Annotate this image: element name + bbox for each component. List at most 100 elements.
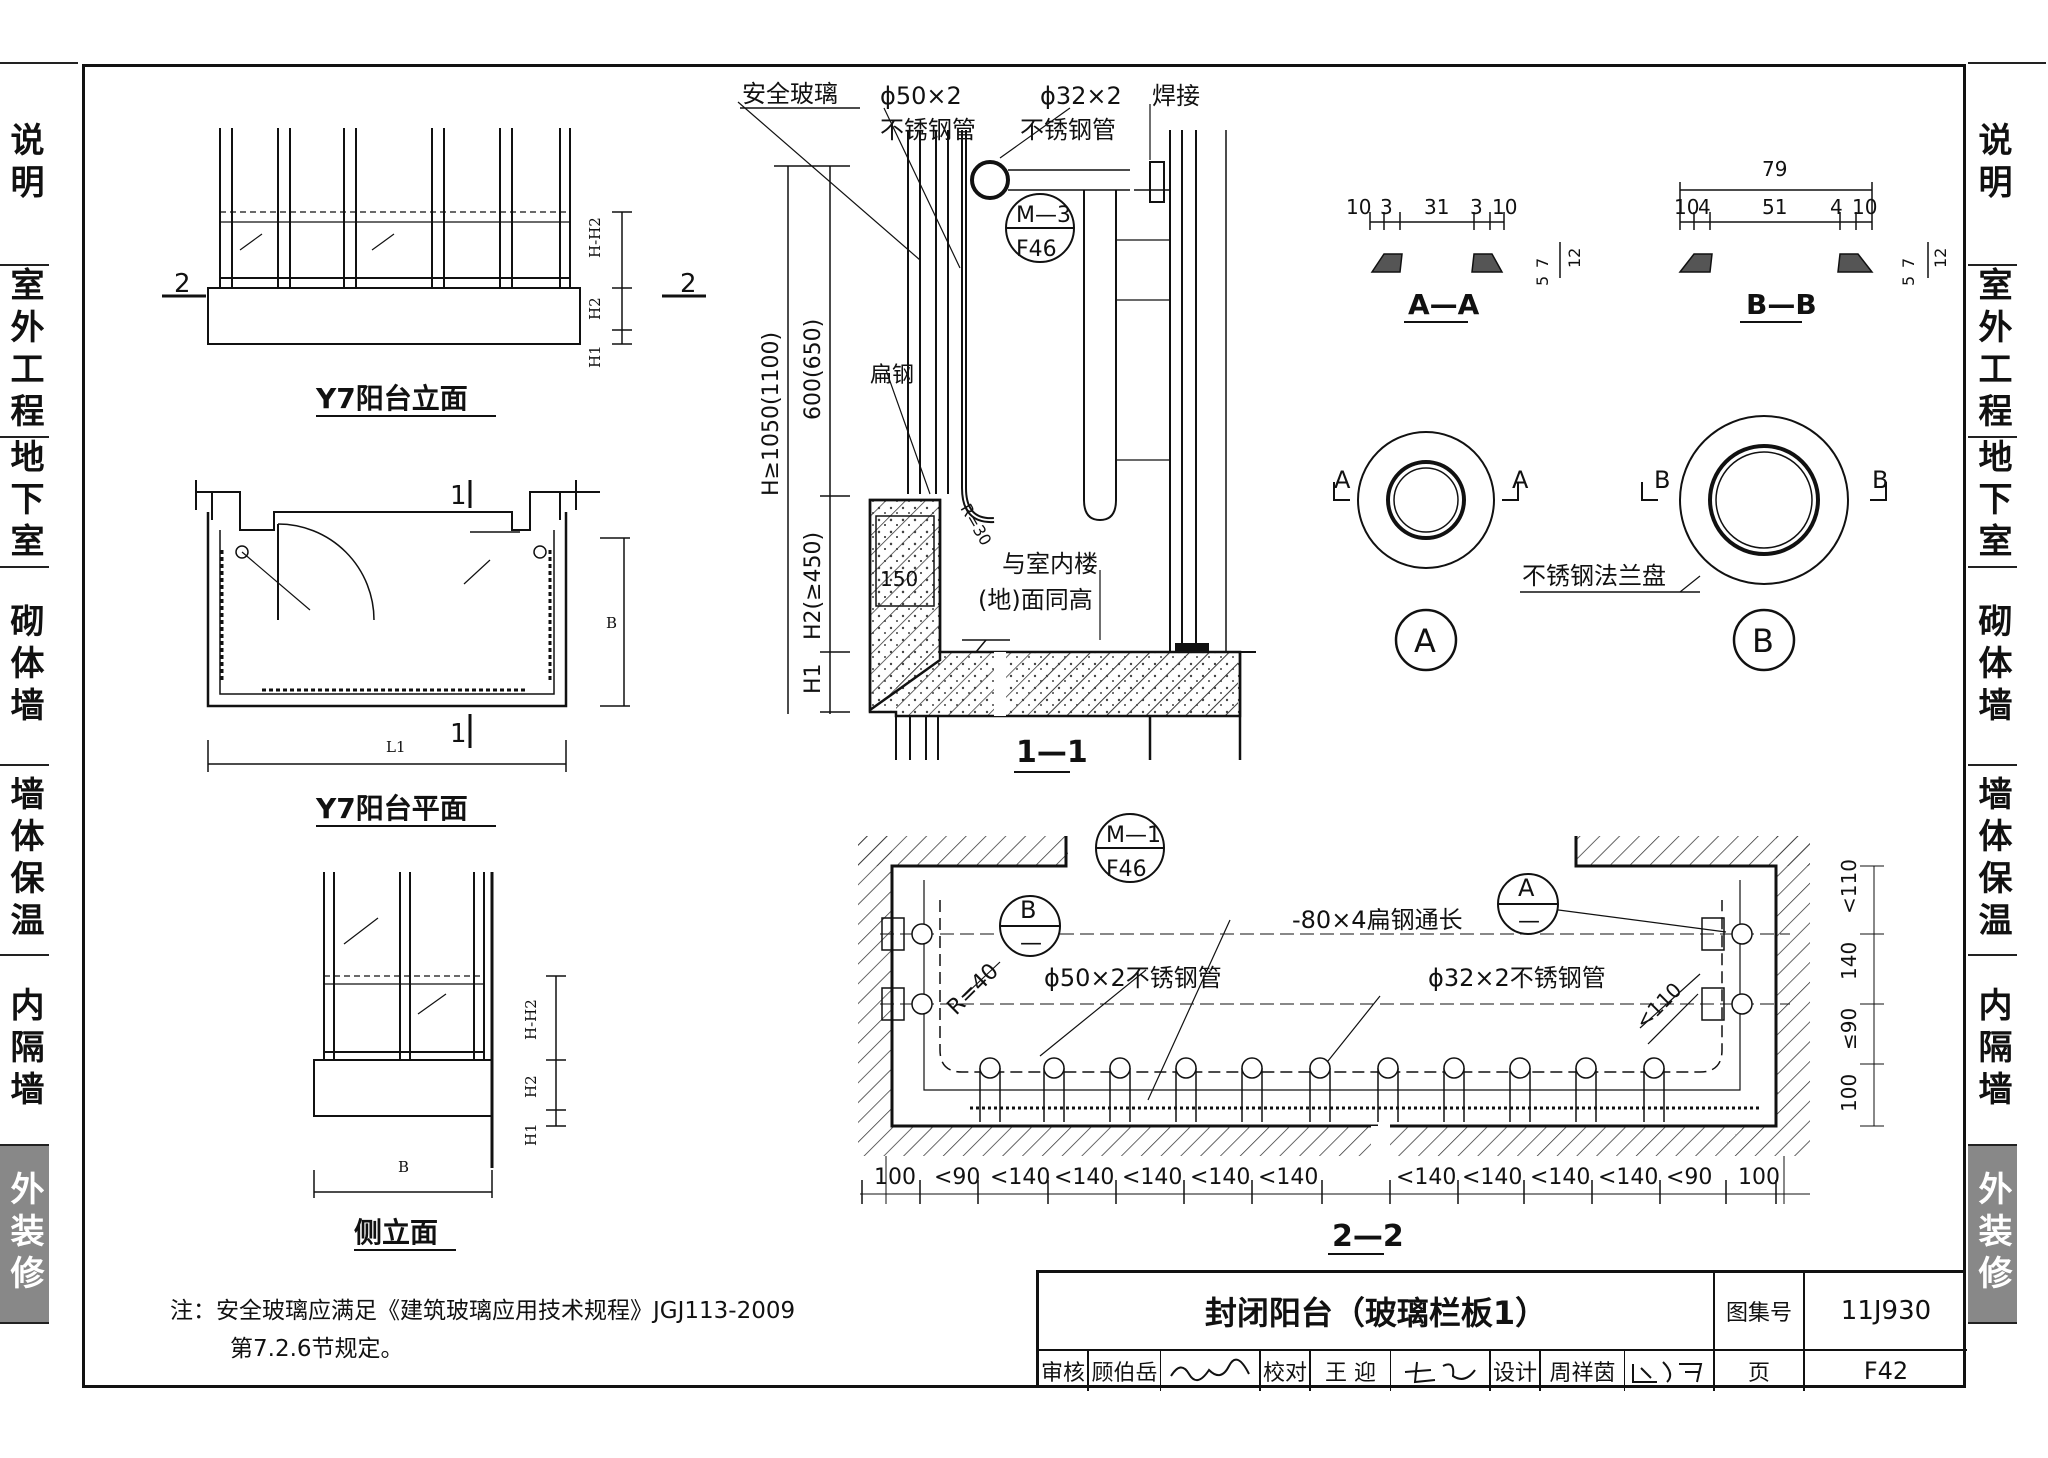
bottom-dim-label: <140 [1190,1165,1250,1190]
bb-dim-1: 10 [1674,195,1699,219]
tab-waizhuangxiu-r[interactable]: 外装修 [1968,1146,2017,1324]
dim-600: 600(650) [801,319,826,420]
section-mark-2-left: 2 [174,269,191,299]
wall-post [881,987,933,1021]
tab-qitiqiang-r[interactable]: 砌体墙 [1968,568,2017,766]
review-label: 审核 [1039,1351,1089,1391]
section-mark-1-bottom: 1 [450,719,467,749]
svg-text:F46: F46 [1106,857,1147,882]
label-same-height-2: (地)面同高 [978,586,1093,614]
bottom-dim-label: <140 [1462,1165,1522,1190]
tab-shuoming[interactable]: 说明 [0,64,49,266]
label-pipe32-material: 不锈钢管 [1020,116,1116,144]
post [1643,1057,1665,1122]
tab-waizhuangxiu[interactable]: 外装修 [0,1146,49,1324]
svg-text:F46: F46 [1016,237,1057,262]
designer-signature [1625,1351,1715,1391]
bottom-dim-label: <140 [1054,1165,1114,1190]
dim-h-minus-h2-elev: H-H2 [586,217,604,258]
aa-vert-1: 5 [1533,276,1552,286]
tab-qitiqiang[interactable]: 砌体墙 [0,568,49,766]
dim-h1-sec: H1 [801,663,826,694]
bb-dim-3: 51 [1762,195,1787,219]
svg-text:—: — [1518,909,1540,934]
aa-vert-2: 7 [1533,258,1552,268]
y7-plan [195,480,630,772]
tab-shiwai[interactable]: 室外工程 [0,266,49,438]
ref-a-dash[interactable]: A — [1497,873,1559,935]
dim-right-1: <110 [1837,859,1861,914]
atlas-no: 11J930 [1805,1273,1967,1351]
side-tabs-right: 说明 室外工程 地下室 砌体墙 墙体保温 内隔墙 外装修 [1968,62,2046,1324]
label-weld: 焊接 [1152,82,1200,110]
post [1175,1057,1197,1122]
dim-right-2: 140 [1837,942,1861,980]
bb-dim-top: 79 [1762,157,1787,181]
page-no: F42 [1863,1357,1909,1385]
design-label: 设计 [1491,1351,1541,1391]
dim-b-side: B [398,1158,409,1176]
section-1-1-title: 1—1 [1016,735,1088,770]
tab-dixiashi[interactable]: 地下室 [0,438,49,568]
profile-b-b [1678,182,1929,278]
tab-shuoming-r[interactable]: 说明 [1968,64,2017,266]
aa-dim-5: 10 [1492,195,1517,219]
label-flange: 不锈钢法兰盘 [1522,562,1666,590]
tab-baowen[interactable]: 墙体保温 [0,766,49,956]
bottom-dim-label: 100 [1738,1165,1780,1190]
post [1241,1057,1263,1122]
bb-vert-2: 7 [1899,258,1918,268]
dim-150: 150 [880,567,918,591]
drawing-frame [82,64,1966,1388]
side-elevation [313,872,566,1198]
svg-text:M—1: M—1 [1106,823,1161,848]
post [1377,1057,1399,1122]
post [1309,1057,1331,1122]
reviewer-signature [1161,1351,1261,1391]
tab-shiwai-r[interactable]: 室外工程 [1968,266,2017,438]
y7-elevation [162,128,706,345]
tab-baowen-r[interactable]: 墙体保温 [1968,766,2017,956]
elevation-title: Y7阳台立面 [315,382,468,415]
note-line-2: 第7.2.6节规定。 [230,1336,404,1362]
section-mark-1-top: 1 [450,481,467,511]
check-label: 校对 [1261,1351,1311,1391]
svg-text:—: — [1020,931,1042,956]
svg-text:A: A [1518,874,1535,902]
ref-b-dash[interactable]: B — [999,895,1061,957]
dim-right-4: 100 [1837,1074,1861,1112]
svg-text:M—3: M—3 [1016,203,1071,228]
label-pipe50-long: ϕ50×2不锈钢管 [1044,964,1222,992]
dim-h2-sec: H2(≥450) [801,532,826,640]
dim-h-minus-h2-side: H-H2 [522,999,540,1040]
tab-dixiashi-r[interactable]: 地下室 [1968,438,2017,568]
dim-h2-side: H2 [522,1075,540,1098]
label-safety-glass: 安全玻璃 [742,80,838,108]
label-same-height-1: 与室内楼 [1002,550,1098,578]
ref-m1-f46[interactable]: M—1 F46 [1095,813,1165,883]
tab-neigeqiang-r[interactable]: 内隔墙 [1968,956,2017,1146]
bottom-dim-label: <140 [990,1165,1050,1190]
bottom-dim-label: <140 [1258,1165,1318,1190]
ref-m3-f46[interactable]: M—3 F46 [1005,193,1075,263]
bottom-dim-label: <90 [934,1165,980,1190]
plan-title: Y7阳台平面 [315,792,468,825]
flange-b-label: B [1752,622,1774,660]
bb-vert-3: 12 [1931,248,1950,268]
svg-text:B: B [1020,896,1036,924]
section-2-2 [858,836,1884,1204]
title-block: 封闭阳台（玻璃栏板1） 图集号 11J930 审核 顾伯岳 校对 王 迎 设计 … [1036,1270,1967,1391]
post [1443,1057,1465,1122]
flange-a-label: A [1414,622,1436,660]
bb-dim-5: 10 [1852,195,1877,219]
note: 注：安全玻璃应满足《建筑玻璃应用技术规程》JGJ113-2009 第7.2.6节… [170,1292,795,1368]
dim-h1-elev: H1 [586,345,604,368]
tab-neigeqiang[interactable]: 内隔墙 [0,956,49,1146]
flange-b-cut-left: B [1654,466,1670,494]
post-group [881,917,1753,1122]
wall-post [1701,987,1753,1021]
dim-l1-plan: L1 [386,738,406,756]
label-pipe50-material: 不锈钢管 [880,116,976,144]
post [1109,1057,1131,1122]
